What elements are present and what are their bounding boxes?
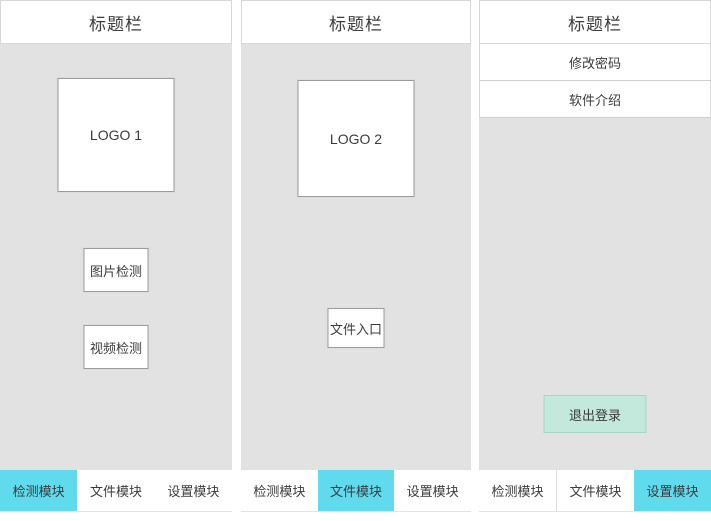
- tab-settings-module[interactable]: 设置模块: [634, 470, 711, 511]
- tab-file-module[interactable]: 文件模块: [557, 470, 634, 511]
- title-bar: 标题栏: [241, 0, 471, 44]
- tab-settings-module[interactable]: 设置模块: [394, 470, 472, 511]
- title-bar-label: 标题栏: [329, 14, 383, 34]
- image-detection-label: 图片检测: [89, 263, 142, 279]
- bottom-tab-bar: 检测模块 文件模块 设置模块: [479, 470, 711, 512]
- tab-label: 文件模块: [330, 484, 383, 499]
- video-detection-label: 视频检测: [89, 340, 142, 356]
- change-password-label: 修改密码: [568, 55, 621, 71]
- software-intro-label: 软件介绍: [568, 92, 621, 108]
- screen-content: 退出登录: [479, 118, 711, 470]
- title-bar-label: 标题栏: [89, 14, 143, 34]
- tab-detection-module[interactable]: 检测模块: [0, 470, 78, 511]
- software-intro-item[interactable]: 软件介绍: [479, 81, 711, 118]
- tab-file-module[interactable]: 文件模块: [317, 470, 395, 511]
- tab-detection-module[interactable]: 检测模块: [241, 470, 318, 511]
- logo-placeholder: LOGO 2: [297, 80, 415, 197]
- tab-label: 检测模块: [253, 484, 306, 499]
- tab-detection-module[interactable]: 检测模块: [479, 470, 557, 511]
- video-detection-button[interactable]: 视频检测: [83, 325, 149, 369]
- tab-label: 文件模块: [569, 484, 622, 499]
- title-bar: 标题栏: [0, 0, 232, 44]
- logo-label: LOGO 2: [329, 130, 383, 147]
- file-entry-label: 文件入口: [329, 321, 382, 337]
- change-password-item[interactable]: 修改密码: [479, 44, 711, 81]
- tab-file-module[interactable]: 文件模块: [77, 470, 155, 511]
- tab-settings-module[interactable]: 设置模块: [154, 470, 232, 511]
- tab-label: 设置模块: [646, 484, 699, 499]
- bottom-tab-bar: 检测模块 文件模块 设置模块: [0, 470, 232, 512]
- screen-content: LOGO 2 文件入口: [241, 44, 471, 470]
- tab-label: 设置模块: [406, 484, 459, 499]
- screen-settings-module: 标题栏 修改密码 软件介绍 退出登录 检测模块 文件模块 设置模块: [479, 0, 711, 512]
- logout-label: 退出登录: [568, 407, 621, 423]
- logout-button[interactable]: 退出登录: [543, 395, 647, 433]
- tab-label: 检测模块: [491, 484, 544, 499]
- title-bar-label: 标题栏: [568, 14, 622, 34]
- logo-placeholder: LOGO 1: [57, 78, 175, 192]
- logo-label: LOGO 1: [89, 127, 143, 143]
- tab-label: 检测模块: [12, 484, 65, 499]
- tab-label: 文件模块: [89, 484, 142, 499]
- screen-content: LOGO 1 图片检测 视频检测: [0, 44, 232, 470]
- image-detection-button[interactable]: 图片检测: [83, 248, 149, 292]
- title-bar: 标题栏: [479, 0, 711, 44]
- screen-detection-module: 标题栏 LOGO 1 图片检测 视频检测 检测模块 文件模块 设置模块: [0, 0, 232, 512]
- file-entry-button[interactable]: 文件入口: [327, 308, 385, 348]
- tab-label: 设置模块: [167, 484, 220, 499]
- bottom-tab-bar: 检测模块 文件模块 设置模块: [241, 470, 472, 512]
- screen-file-module: 标题栏 LOGO 2 文件入口 检测模块 文件模块 设置模块: [241, 0, 472, 512]
